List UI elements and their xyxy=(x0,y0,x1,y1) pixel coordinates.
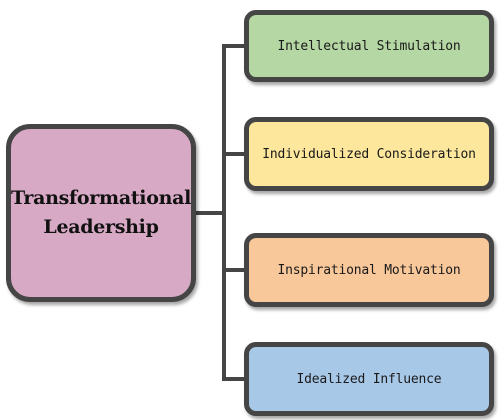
central-node-text: Transformational Leadership xyxy=(11,184,191,242)
component-node-inspirational-motivation: Inspirational Motivation xyxy=(244,233,494,307)
component-label: Intellectual Stimulation xyxy=(277,38,461,54)
component-label: Idealized Influence xyxy=(296,371,442,387)
component-label: Inspirational Motivation xyxy=(277,262,461,278)
central-node-line-1: Transformational xyxy=(10,187,192,209)
central-node-line-2: Leadership xyxy=(43,216,159,238)
component-node-intellectual-stimulation: Intellectual Stimulation xyxy=(244,10,494,82)
component-node-idealized-influence: Idealized Influence xyxy=(244,342,494,416)
central-node-transformational-leadership: Transformational Leadership xyxy=(6,124,196,302)
component-label: Individualized Consideration xyxy=(262,146,476,162)
component-node-individualized-consideration: Individualized Consideration xyxy=(244,117,494,191)
